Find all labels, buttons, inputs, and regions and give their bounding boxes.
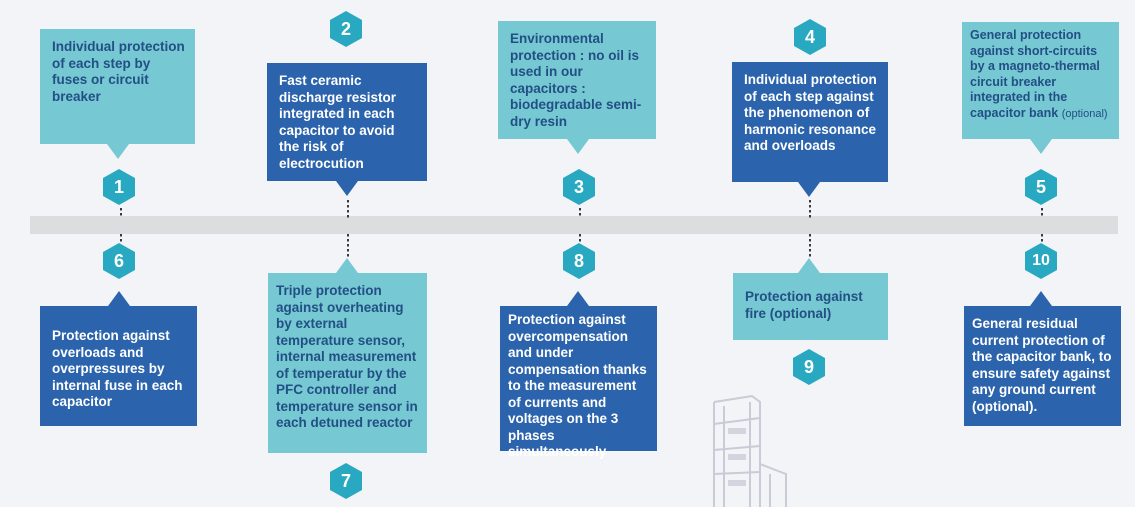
item-10-number: 10 xyxy=(1032,252,1050,269)
item-6-connector xyxy=(120,234,122,242)
item-4-badge: 4 xyxy=(793,18,827,56)
item-9-connector xyxy=(809,234,811,258)
item-3-text: Environmental protection : no oil is use… xyxy=(510,31,642,129)
item-8-box: Protection against overcompensation and … xyxy=(500,306,657,459)
item-1-text: Individual protection of each step by fu… xyxy=(52,39,185,104)
item-2-number: 2 xyxy=(340,19,351,39)
item-2-box: Fast ceramic discharge resistor integrat… xyxy=(267,63,427,181)
item-7-number: 7 xyxy=(340,471,351,491)
item-3-box: Environmental protection : no oil is use… xyxy=(498,21,656,139)
item-1-badge: 1 xyxy=(102,168,136,206)
item-6-number: 6 xyxy=(113,251,124,271)
item-7-pointer xyxy=(336,258,358,273)
item-8-connector xyxy=(579,234,581,242)
item-10-pointer xyxy=(1030,291,1052,306)
item-7-badge: 7 xyxy=(329,462,363,500)
timeline-bar xyxy=(30,216,1118,234)
item-9-box: Protection against fire (optional) xyxy=(733,273,888,340)
item-4-number: 4 xyxy=(804,27,815,47)
item-2-pointer xyxy=(336,181,358,196)
capacitor-bank-illustration xyxy=(713,394,787,507)
item-9-badge: 9 xyxy=(792,348,826,386)
item-10-box: General residual current protection of t… xyxy=(964,306,1121,426)
item-5-connector xyxy=(1041,208,1043,218)
item-2-text: Fast ceramic discharge resistor integrat… xyxy=(279,73,397,171)
item-1-pointer xyxy=(107,144,129,159)
item-1-number: 1 xyxy=(113,177,124,197)
item-10-connector xyxy=(1041,234,1043,242)
item-5-text: General protection against short-circuit… xyxy=(970,28,1100,120)
item-4-box: Individual protection of each step again… xyxy=(732,62,888,182)
item-1-box: Individual protection of each step by fu… xyxy=(40,29,195,144)
item-7-connector xyxy=(347,234,349,258)
item-10-badge: 10 xyxy=(1024,242,1058,280)
item-3-connector xyxy=(579,208,581,218)
item-7-box: Triple protection against overheating by… xyxy=(268,273,427,453)
item-5-box: General protection against short-circuit… xyxy=(962,22,1119,139)
item-5-badge: 5 xyxy=(1024,168,1058,206)
item-7-text: Triple protection against overheating by… xyxy=(276,283,418,430)
item-9-pointer xyxy=(798,258,820,273)
item-5-optional-note: (optional) xyxy=(1061,107,1108,120)
item-8-text: Protection against overcompensation and … xyxy=(508,312,647,459)
item-6-badge: 6 xyxy=(102,242,136,280)
item-5-pointer xyxy=(1030,139,1052,154)
item-6-text: Protection against overloads and overpre… xyxy=(52,328,183,409)
item-3-badge: 3 xyxy=(562,168,596,206)
item-9-number: 9 xyxy=(803,357,814,377)
item-3-pointer xyxy=(567,139,589,154)
item-5-number: 5 xyxy=(1035,177,1046,197)
item-6-pointer xyxy=(108,291,130,306)
item-8-pointer xyxy=(567,291,589,306)
item-10-text: General residual current protection of t… xyxy=(972,316,1112,414)
item-1-connector xyxy=(120,208,122,218)
item-8-badge: 8 xyxy=(562,242,596,280)
item-9-text: Protection against fire (optional) xyxy=(745,289,863,321)
item-6-box: Protection against overloads and overpre… xyxy=(40,306,197,426)
item-8-number: 8 xyxy=(573,251,584,271)
item-2-connector xyxy=(347,200,349,218)
item-4-connector xyxy=(809,200,811,218)
item-2-badge: 2 xyxy=(329,10,363,48)
item-3-number: 3 xyxy=(573,177,584,197)
item-4-text: Individual protection of each step again… xyxy=(744,72,877,153)
item-4-pointer xyxy=(798,182,820,197)
